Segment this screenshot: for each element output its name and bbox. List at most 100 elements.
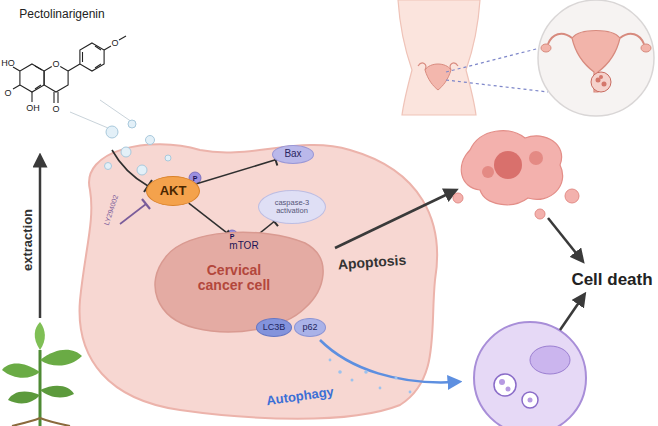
female-figure xyxy=(398,0,548,115)
autophagic-cell xyxy=(474,322,586,426)
node-text: Cervical cancer cell xyxy=(185,263,283,292)
bond xyxy=(119,36,126,40)
inhibition-line xyxy=(112,150,148,186)
roots xyxy=(12,418,70,426)
node-text: LC3B xyxy=(263,323,286,332)
fragmented-nucleus xyxy=(494,151,522,179)
dot xyxy=(329,359,332,362)
dot xyxy=(409,391,412,394)
bubble xyxy=(128,120,136,128)
apoptotic-body xyxy=(453,193,463,203)
leaf xyxy=(40,350,82,366)
outcome-label: Cell death xyxy=(571,271,652,288)
inhibition-bar xyxy=(142,199,150,209)
bubble xyxy=(106,126,118,138)
atom-mask xyxy=(51,59,61,69)
tubes-small xyxy=(418,63,458,70)
bubble xyxy=(165,155,171,161)
apoptotic-body xyxy=(535,209,545,219)
cell-fragment xyxy=(461,131,562,205)
protein-ellipse: Bax xyxy=(272,145,314,164)
ring-a xyxy=(20,64,44,92)
bond xyxy=(35,85,41,89)
autophagy-arrow xyxy=(320,340,455,382)
bond xyxy=(82,52,83,62)
plant-stem xyxy=(39,350,42,426)
chemical-structure xyxy=(13,36,126,103)
bond xyxy=(35,66,42,70)
fallopian-tubes xyxy=(548,34,644,44)
atom-label: OH xyxy=(26,104,40,113)
bubble xyxy=(121,147,131,157)
cell-outline xyxy=(474,322,586,426)
death-arrow xyxy=(560,298,582,330)
atom-label: O xyxy=(4,89,11,98)
ring-b xyxy=(80,43,104,71)
node-text: Bax xyxy=(284,149,301,160)
atom-label: O xyxy=(52,105,59,114)
node-text: AKT xyxy=(160,184,187,198)
apoptotic-body xyxy=(565,189,579,203)
pathway-connector xyxy=(197,154,278,184)
node-text: caspase-3 activation xyxy=(267,199,317,215)
death-arrow xyxy=(548,218,580,258)
atom-label: HO xyxy=(1,59,15,68)
phospho-label: P xyxy=(193,175,198,182)
bond xyxy=(13,85,20,89)
node-text: mTOR xyxy=(229,241,258,252)
zoom-line xyxy=(70,112,108,128)
cargo xyxy=(506,387,511,392)
uterus-inset xyxy=(538,0,654,116)
bubble xyxy=(105,163,112,170)
inhibitor-line xyxy=(120,204,146,224)
node-text: p62 xyxy=(302,323,317,332)
autophagosome xyxy=(522,392,538,408)
atom-label: O xyxy=(111,39,118,48)
inset-circle xyxy=(538,0,654,116)
plant xyxy=(2,322,82,426)
leaf xyxy=(8,391,40,403)
bond xyxy=(68,64,80,71)
leaf xyxy=(2,364,40,378)
dot xyxy=(379,387,382,390)
compound-bubbles xyxy=(105,120,172,175)
dot xyxy=(338,370,342,374)
uterus-small xyxy=(425,64,451,90)
tumor xyxy=(591,72,611,92)
cargo xyxy=(499,379,505,385)
connector-line xyxy=(189,203,232,236)
bond xyxy=(57,92,58,103)
apoptotic-cell xyxy=(453,131,579,219)
phospho-label: P xyxy=(230,233,235,240)
bond xyxy=(13,67,20,71)
body-silhouette xyxy=(398,0,480,115)
protein-ellipse: p62 xyxy=(294,318,326,337)
dot xyxy=(364,370,368,374)
dot xyxy=(394,376,397,379)
dot xyxy=(351,379,354,382)
protein-ellipse: AKT xyxy=(146,176,200,206)
autophagosome xyxy=(494,374,516,396)
extraction-arrow xyxy=(39,160,42,318)
compound-name: Pectolinarigenin xyxy=(19,8,104,20)
leaf xyxy=(40,386,74,398)
tumor-cell xyxy=(602,82,607,87)
bubble xyxy=(137,165,147,175)
leaf xyxy=(35,322,45,350)
bond xyxy=(95,46,101,50)
apoptosis-arrow xyxy=(335,192,452,248)
event-ellipse: caspase-3 activation xyxy=(258,190,326,224)
autophagy-dots xyxy=(329,359,412,394)
zoom-line xyxy=(446,80,548,92)
zoom-line xyxy=(100,100,132,122)
apoptotic-body xyxy=(482,166,494,178)
pathway-connector xyxy=(189,203,232,236)
zoom-line xyxy=(446,48,540,72)
ovary xyxy=(541,44,551,52)
apoptotic-body xyxy=(529,151,543,165)
tumor-cell xyxy=(599,75,603,79)
bond xyxy=(53,92,54,103)
bond xyxy=(95,64,101,68)
